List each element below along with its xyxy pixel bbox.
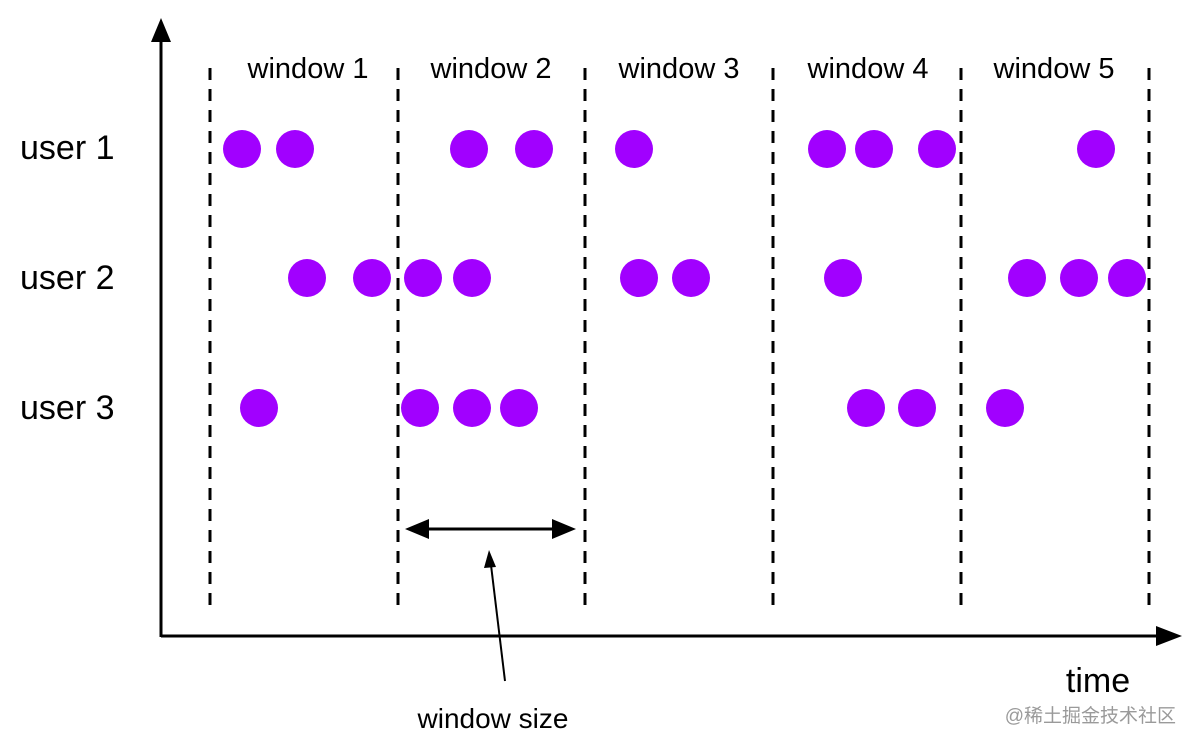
- event-dot: [223, 130, 261, 168]
- y-axis-arrowhead: [151, 18, 171, 42]
- event-dot: [855, 130, 893, 168]
- event-dot: [847, 389, 885, 427]
- event-dot: [808, 130, 846, 168]
- window-label-4: window 4: [807, 53, 929, 85]
- events-user-2: [288, 259, 1146, 297]
- event-dot: [450, 130, 488, 168]
- window-label-3: window 3: [618, 53, 740, 85]
- event-dot: [404, 259, 442, 297]
- event-dot: [620, 259, 658, 297]
- annotation-pointer-line: [490, 564, 506, 682]
- event-dot: [824, 259, 862, 297]
- event-dot: [672, 259, 710, 297]
- event-dot: [515, 130, 553, 168]
- event-dot: [453, 259, 491, 297]
- event-dot: [353, 259, 391, 297]
- watermark: @稀土掘金技术社区: [1005, 705, 1176, 727]
- event-dot: [1077, 130, 1115, 168]
- event-dot: [986, 389, 1024, 427]
- window-label-2: window 2: [430, 53, 552, 85]
- row-label-user-1: user 1: [20, 129, 115, 167]
- window-label-5: window 5: [993, 53, 1115, 85]
- event-dot: [453, 389, 491, 427]
- event-dot: [500, 389, 538, 427]
- event-dot: [401, 389, 439, 427]
- x-axis-arrowhead: [1156, 626, 1182, 646]
- event-dot: [276, 130, 314, 168]
- row-label-user-3: user 3: [20, 389, 115, 427]
- event-dot: [1060, 259, 1098, 297]
- events-user-3: [240, 389, 1024, 427]
- window-size-label: window size: [417, 703, 569, 734]
- event-dot: [918, 130, 956, 168]
- annotation-pointer-head: [484, 550, 496, 568]
- event-dot: [615, 130, 653, 168]
- events-user-1: [223, 130, 1115, 168]
- event-dot: [1108, 259, 1146, 297]
- window-label-1: window 1: [247, 53, 369, 85]
- event-dot: [1008, 259, 1046, 297]
- event-dot: [288, 259, 326, 297]
- event-dot: [240, 389, 278, 427]
- event-dot: [898, 389, 936, 427]
- window-size-arrow-left-head: [405, 519, 429, 539]
- row-label-user-2: user 2: [20, 259, 115, 297]
- window-size-arrow-right-head: [552, 519, 576, 539]
- window-boundaries: [208, 68, 1151, 605]
- x-axis-label: time: [1066, 662, 1130, 700]
